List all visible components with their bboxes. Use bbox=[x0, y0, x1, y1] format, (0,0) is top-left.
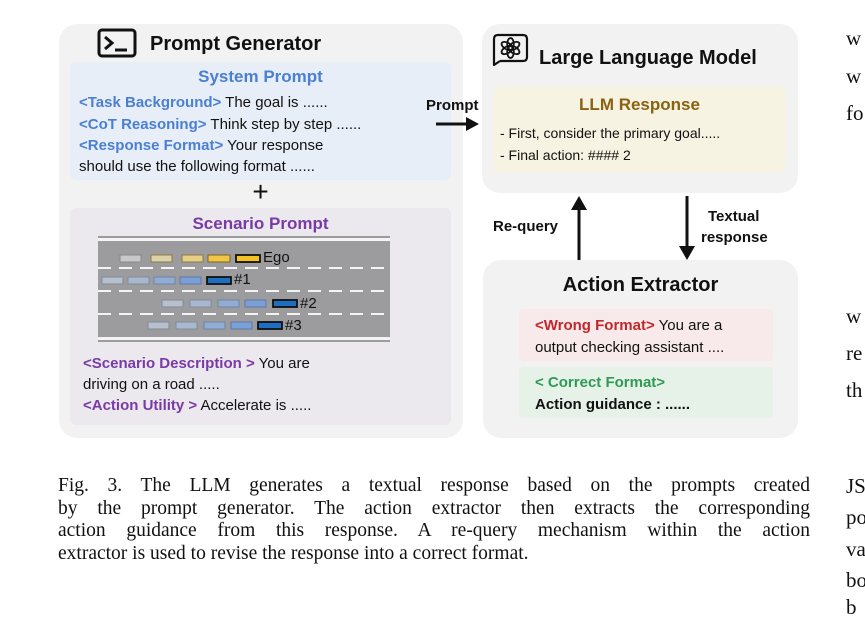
scenario-description-text: You are bbox=[254, 355, 310, 372]
system-prompt-line-4: should use the following format ...... bbox=[79, 158, 315, 175]
llm-response-line-2: - Final action: #### 2 bbox=[500, 147, 631, 163]
prompt-arrow bbox=[436, 116, 480, 132]
correct-format-box bbox=[519, 367, 773, 418]
terminal-icon bbox=[97, 28, 137, 58]
task-background-text: The goal is ...... bbox=[221, 94, 328, 111]
action-utility-tag: <Action Utility > bbox=[83, 397, 198, 414]
right-column-fragment: JS bbox=[846, 474, 865, 498]
caption-line-3: action guidance from this response. A re… bbox=[58, 520, 810, 541]
requery-arrow bbox=[570, 196, 588, 260]
right-column-fragment: re bbox=[846, 341, 863, 365]
system-prompt-line-3: <Response Format> Your response bbox=[79, 137, 323, 154]
system-prompt-line-2: <CoT Reasoning> Think step by step .....… bbox=[79, 116, 361, 133]
cot-reasoning-tag: <CoT Reasoning> bbox=[79, 116, 207, 133]
textual-response-arrow bbox=[678, 196, 696, 260]
prompt-arrow-label: Prompt bbox=[426, 97, 479, 114]
wrong-format-tag: <Wrong Format> bbox=[535, 317, 655, 334]
wrong-format-line-1: <Wrong Format> You are a bbox=[535, 317, 722, 334]
llm-title: Large Language Model bbox=[539, 47, 757, 69]
right-column-fragment: w bbox=[846, 304, 862, 328]
figure-caption: Fig. 3. The LLM generates a textual resp… bbox=[58, 475, 810, 565]
action-utility-line: <Action Utility > Accelerate is ..... bbox=[83, 397, 311, 414]
cot-reasoning-text: Think step by step ...... bbox=[206, 116, 362, 133]
right-column-fragment: va bbox=[846, 537, 865, 561]
right-column-fragment: bo bbox=[846, 568, 865, 592]
scenario-description-line-1: <Scenario Description > You are bbox=[83, 355, 310, 372]
action-utility-text: Accelerate is ..... bbox=[197, 397, 312, 414]
scenario-description-line-2: driving on a road ..... bbox=[83, 376, 220, 393]
vehicle-3-label: #3 bbox=[285, 317, 302, 334]
vehicle-1-label: #1 bbox=[234, 271, 251, 288]
correct-format-tag: < Correct Format> bbox=[535, 374, 666, 391]
right-column-fragment: po bbox=[846, 505, 865, 529]
caption-line-1: Fig. 3. The LLM generates a textual resp… bbox=[58, 475, 810, 496]
scenario-prompt-title: Scenario Prompt bbox=[192, 214, 329, 233]
wrong-format-box bbox=[519, 309, 773, 361]
textual-label: Textual bbox=[708, 208, 760, 225]
right-column-fragment: th bbox=[846, 378, 863, 402]
openai-logo-icon bbox=[490, 31, 530, 71]
right-column-fragment: w bbox=[846, 64, 862, 88]
llm-response-line-1: - First, consider the primary goal..... bbox=[500, 125, 721, 141]
right-column-fragment: b bbox=[846, 595, 857, 619]
task-background-tag: <Task Background> bbox=[79, 94, 222, 111]
action-extractor-title: Action Extractor bbox=[562, 274, 719, 296]
plus-sign: + bbox=[252, 176, 269, 207]
caption-line-2: by the prompt generator. The action extr… bbox=[58, 497, 810, 519]
scenario-description-tag: <Scenario Description > bbox=[83, 355, 255, 372]
llm-response-title: LLM Response bbox=[579, 95, 700, 114]
right-column-fragment: w bbox=[846, 26, 862, 50]
requery-label: Re-query bbox=[493, 218, 559, 235]
system-prompt-box bbox=[70, 62, 451, 180]
response-label: response bbox=[701, 229, 768, 246]
ego-vehicle-label: Ego bbox=[263, 249, 290, 266]
vehicle-2-label: #2 bbox=[300, 295, 317, 312]
action-guidance-text: Action guidance : ...... bbox=[535, 396, 691, 413]
right-column-fragment: fo bbox=[846, 101, 864, 125]
response-format-tag: <Response Format> bbox=[79, 137, 224, 154]
system-prompt-line-1: <Task Background> The goal is ...... bbox=[79, 94, 328, 111]
system-prompt-title: System Prompt bbox=[198, 67, 323, 86]
wrong-format-text: You are a bbox=[654, 317, 723, 334]
llm-response-box bbox=[493, 86, 786, 172]
prompt-generator-title: Prompt Generator bbox=[150, 33, 322, 55]
road-illustration bbox=[98, 236, 390, 342]
wrong-format-line-2: output checking assistant .... bbox=[535, 339, 725, 356]
caption-line-4: extractor is used to revise the response… bbox=[58, 542, 529, 564]
response-format-text: Your response bbox=[223, 137, 324, 154]
